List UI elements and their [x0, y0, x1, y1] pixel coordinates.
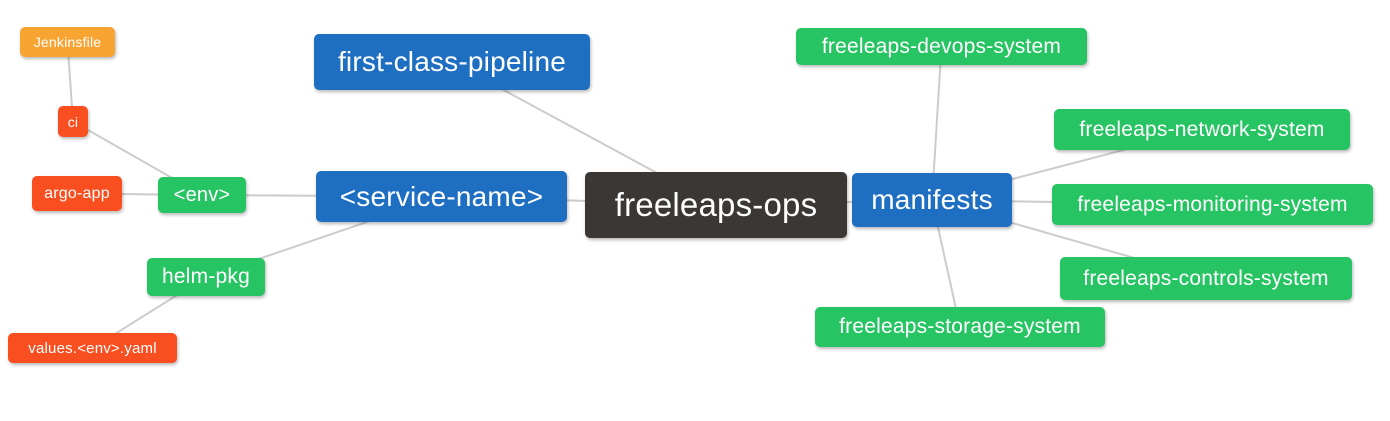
node-service-name[interactable]: <service-name>: [316, 171, 567, 222]
node-jenkinsfile[interactable]: Jenkinsfile: [20, 27, 115, 57]
node-freeleaps-monitoring-system[interactable]: freeleaps-monitoring-system: [1052, 184, 1373, 225]
node-freeleaps-controls-system[interactable]: freeleaps-controls-system: [1060, 257, 1352, 300]
node-first-class-pipeline[interactable]: first-class-pipeline: [314, 34, 590, 90]
node-manifests[interactable]: manifests: [852, 173, 1012, 227]
node-freeleaps-network-system[interactable]: freeleaps-network-system: [1054, 109, 1350, 150]
node-values-env-yaml[interactable]: values.<env>.yaml: [8, 333, 177, 363]
node-helm-pkg[interactable]: helm-pkg: [147, 258, 265, 296]
node-freeleaps-devops-system[interactable]: freeleaps-devops-system: [796, 28, 1087, 65]
node-env[interactable]: <env>: [158, 177, 246, 213]
node-freeleaps-storage-system[interactable]: freeleaps-storage-system: [815, 307, 1105, 347]
node-freeleaps-ops[interactable]: freeleaps-ops: [585, 172, 847, 238]
node-ci[interactable]: ci: [58, 106, 88, 137]
node-argo-app[interactable]: argo-app: [32, 176, 122, 211]
